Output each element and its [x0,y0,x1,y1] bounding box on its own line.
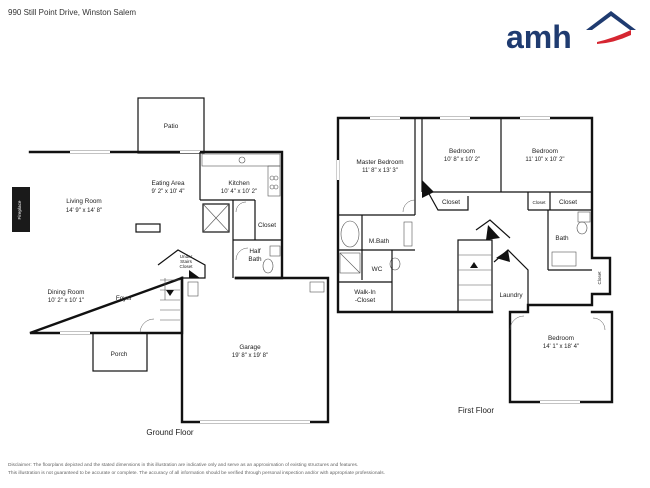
foyer-label: Foyer [116,295,133,302]
closet-a-label: Closet [442,199,460,206]
disclaimer-line-1: Disclaimer: The floorplans depicted and … [8,463,359,468]
bedroom-4-label: Bedroom [548,335,574,342]
porch-area [92,332,148,372]
bedroom-4-dims: 14' 1" x 18' 4" [543,344,579,350]
kitchen-dims: 10' 4" x 10' 2" [221,189,257,195]
under-stairs-label-2: Stairs [180,259,192,264]
disclaimer-line-2: This illustration is not guaranteed to b… [8,471,385,476]
closet-c-label: Closet [559,199,577,206]
eating-area-label: Eating Area [151,180,184,187]
under-stairs-label-3: Closet [179,264,193,269]
porch-label: Porch [111,351,128,358]
half-bath-label-2: Bath [248,256,262,263]
master-bedroom-dims: 11' 8" x 13' 3" [362,168,398,174]
first-floor-label: First Floor [458,406,494,415]
walk-in-closet-label-1: Walk-In [354,289,376,296]
eating-area-dims: 9' 2" x 10' 4" [152,189,185,195]
garage-label: Garage [239,344,261,351]
first-floor-plan [336,116,614,404]
wc-label: WC [372,266,383,273]
half-bath-label-1: Half [249,248,261,255]
living-room-dims: 14' 9" x 14' 8" [66,208,102,214]
logo-wordmark: amh [506,19,572,52]
dining-room-label: Dining Room [48,289,85,296]
first-outer-wall [336,116,614,404]
closet-d-label: Closet [597,271,602,285]
disclaimer: Disclaimer: The floorplans depicted and … [8,462,608,478]
kitchen-label: Kitchen [228,180,250,187]
bedroom-3-dims: 11' 10" x 10' 2" [525,157,564,163]
property-address: 990 Still Point Drive, Winston Salem [8,8,137,17]
dining-room-dims: 10' 2" x 10' 1" [48,298,84,304]
patio-label: Patio [164,123,179,130]
master-bath-label: M.Bath [369,238,390,245]
ground-floor-plan [12,97,330,424]
under-stairs-label-1: Under [180,254,193,259]
fireplace [12,187,30,232]
walk-in-closet-label-2: -Closet [355,297,375,304]
house-roof-icon [586,11,636,44]
bath-label: Bath [555,235,569,242]
garage-walls [180,276,330,424]
laundry-label: Laundry [499,292,523,299]
living-room-label: Living Room [66,198,102,205]
bedroom-2-label: Bedroom [449,148,475,155]
closet-b-label: Closet [532,200,546,205]
fireplace-label: Fireplace [17,200,22,219]
amh-logo: amh [506,11,636,52]
closet-label: Closet [258,222,276,229]
bedroom-2-dims: 10' 8" x 10' 2" [444,157,480,163]
master-bedroom-label: Master Bedroom [356,159,403,166]
bedroom-3-label: Bedroom [532,148,558,155]
garage-dims: 19' 8" x 19' 8" [232,353,268,359]
ground-floor-label: Ground Floor [146,428,193,437]
